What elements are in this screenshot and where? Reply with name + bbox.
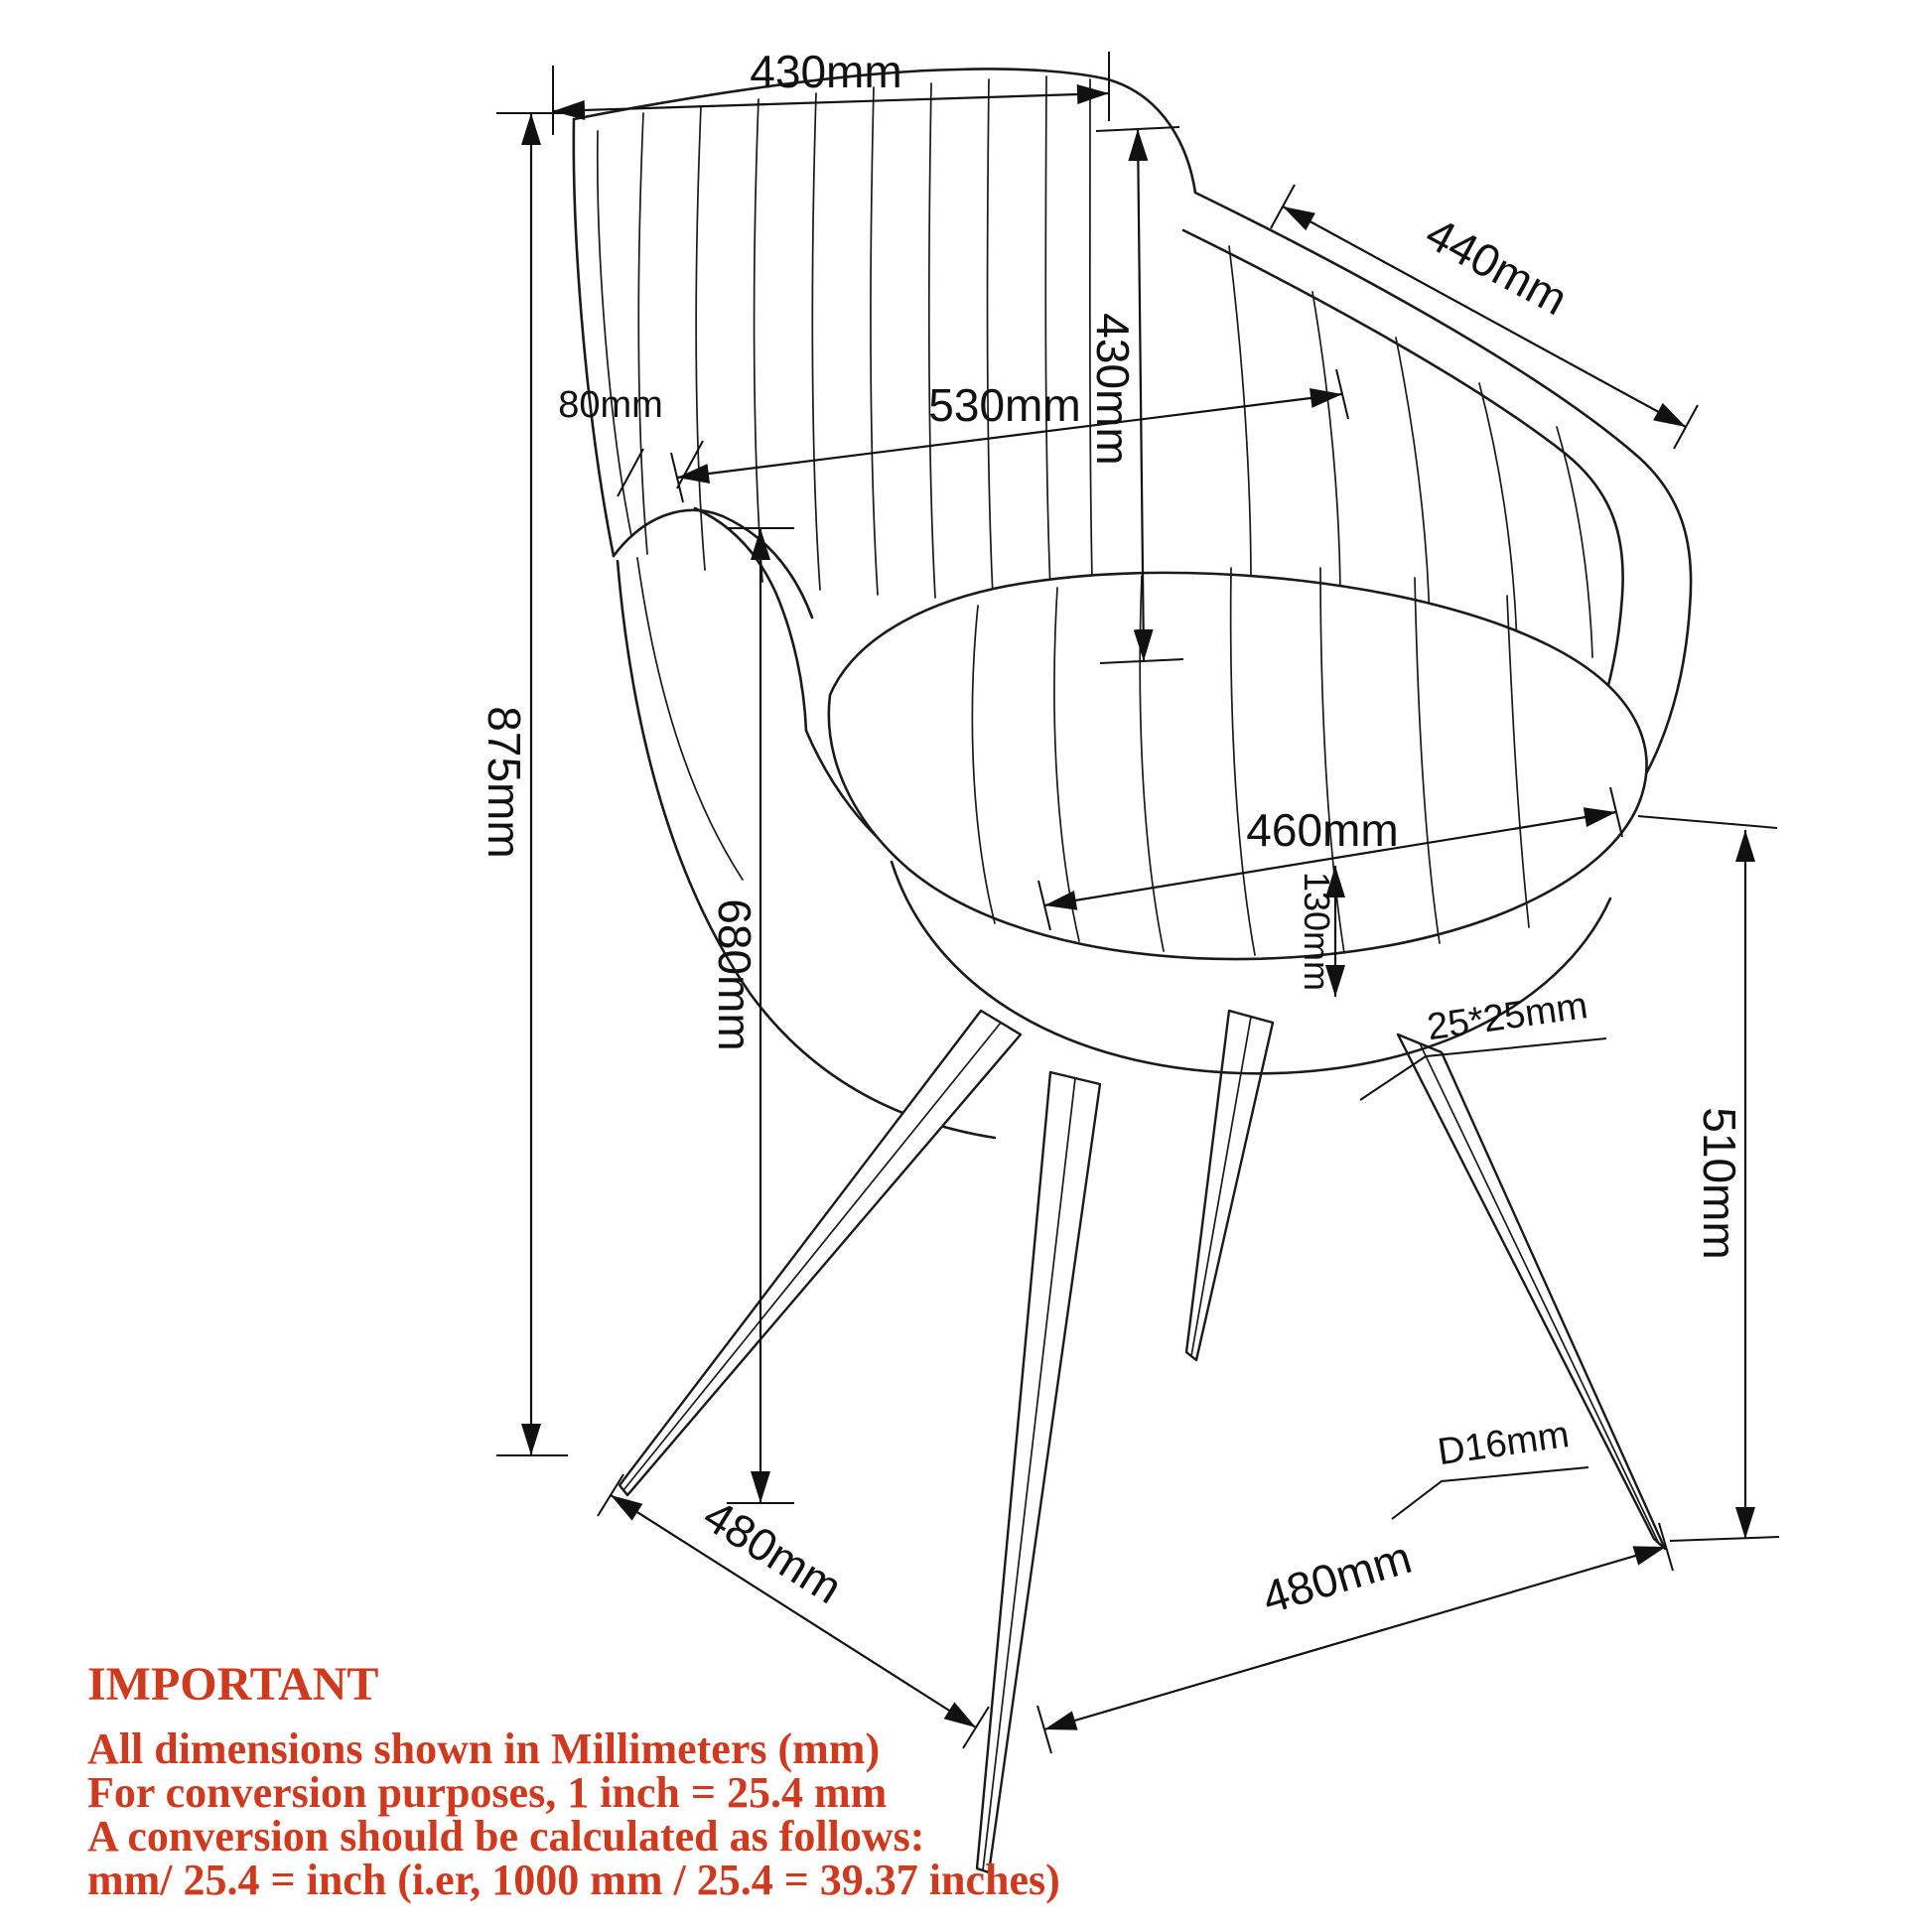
left-side-outer-edge xyxy=(616,559,997,1140)
flute-line xyxy=(1044,75,1051,591)
flute-line xyxy=(927,82,936,599)
leg-seam xyxy=(1419,1042,1660,1545)
left-arm-inner-edge xyxy=(693,506,808,733)
dim-seat-height: 510mm xyxy=(1637,815,1780,1542)
dim-overall-height: 875mm xyxy=(479,112,568,1456)
dim-label-overall-width: 530mm xyxy=(928,379,1080,431)
callout-leg-diameter: D16mm xyxy=(1391,1414,1589,1520)
dim-label-cushion-thickness: 130mm xyxy=(1297,872,1337,991)
leg-seam xyxy=(982,1077,1076,1871)
flute-line xyxy=(971,605,996,924)
dim-line xyxy=(610,1494,977,1728)
callout-leg-section: 25*25mm xyxy=(1359,985,1607,1101)
dim-line xyxy=(1043,807,1617,910)
dim-line xyxy=(552,84,1110,120)
flute-line xyxy=(870,86,879,596)
ext-tick xyxy=(1637,815,1778,829)
dim-label-base-width: 480mm xyxy=(1257,1531,1418,1623)
flute-line xyxy=(811,92,821,591)
flute-line xyxy=(637,112,648,555)
note-line: All dimensions shown in Millimeters (mm) xyxy=(87,1725,880,1773)
dim-label-overall-height: 875mm xyxy=(479,706,530,858)
left-arm-roll xyxy=(612,508,814,620)
label-leg-section: 25*25mm xyxy=(1425,985,1590,1048)
dim-arm-depth: 440mm xyxy=(1270,184,1699,450)
note-line: mm/ 25.4 = inch (i.er, 1000 mm / 25.4 = … xyxy=(87,1856,1060,1904)
dim-line xyxy=(1043,1545,1667,1731)
flute-line xyxy=(1478,382,1518,646)
dim-seat-depth: 480mm xyxy=(597,1473,990,1749)
note-heading: IMPORTANT xyxy=(87,1658,378,1711)
dim-label-armrest-thickness: 80mm xyxy=(558,384,663,426)
dim-label-seat-depth: 480mm xyxy=(695,1489,852,1613)
flute-line xyxy=(1228,245,1252,585)
chair-legs xyxy=(618,1009,1667,1874)
ext-tick xyxy=(1669,1536,1780,1542)
dim-base-width: 480mm xyxy=(1036,1522,1674,1754)
note-line: A conversion should be calculated as fol… xyxy=(87,1812,924,1861)
leader-line xyxy=(1359,1037,1607,1101)
flute-line xyxy=(1088,78,1093,581)
back-left-edge xyxy=(572,117,616,558)
dim-armrest-thickness: 80mm xyxy=(558,384,704,497)
ext-tick xyxy=(1099,658,1184,664)
dim-back-width: 430mm xyxy=(552,46,1110,135)
flute-line xyxy=(1395,337,1431,626)
seat-cushion xyxy=(827,571,1648,961)
label-leg-diameter: D16mm xyxy=(1436,1414,1573,1473)
leader-line xyxy=(1391,1466,1589,1520)
flute-line xyxy=(695,105,706,571)
leg-back-left xyxy=(618,1009,1023,1497)
ext-tick xyxy=(617,448,644,497)
dim-label-seat-width: 460mm xyxy=(1246,804,1398,856)
dim-label-arm-depth: 440mm xyxy=(1418,207,1577,325)
dim-label-seat-height: 510mm xyxy=(1694,1107,1745,1259)
leg-seam xyxy=(622,1022,1002,1491)
flute-line xyxy=(1311,291,1341,605)
back-right-corner xyxy=(1106,77,1197,195)
dim-label-backrest-height: 430mm xyxy=(1087,313,1139,465)
leg-back-right xyxy=(1184,1009,1275,1362)
dim-cushion-thickness: 130mm xyxy=(1297,866,1345,997)
under-shell-edge xyxy=(890,860,1612,1075)
back-left-inner-edge xyxy=(596,130,632,537)
note-line: For conversion purposes, 1 inch = 25.4 m… xyxy=(87,1768,887,1817)
leg-front-left xyxy=(975,1070,1102,1874)
dim-seat-width: 460mm xyxy=(1037,786,1623,931)
dim-overall-width: 530mm xyxy=(670,368,1349,503)
dim-label-back-width: 430mm xyxy=(750,46,901,97)
dim-line xyxy=(1282,206,1687,428)
flute-line xyxy=(753,98,763,583)
flute-line xyxy=(636,557,744,881)
dim-label-armrest-height: 680mm xyxy=(709,898,760,1050)
flute-line xyxy=(986,78,994,597)
note-block: IMPORTANT All dimensions shown in Millim… xyxy=(87,1658,1060,1904)
flute-line xyxy=(1556,426,1593,658)
dim-line xyxy=(676,388,1343,483)
